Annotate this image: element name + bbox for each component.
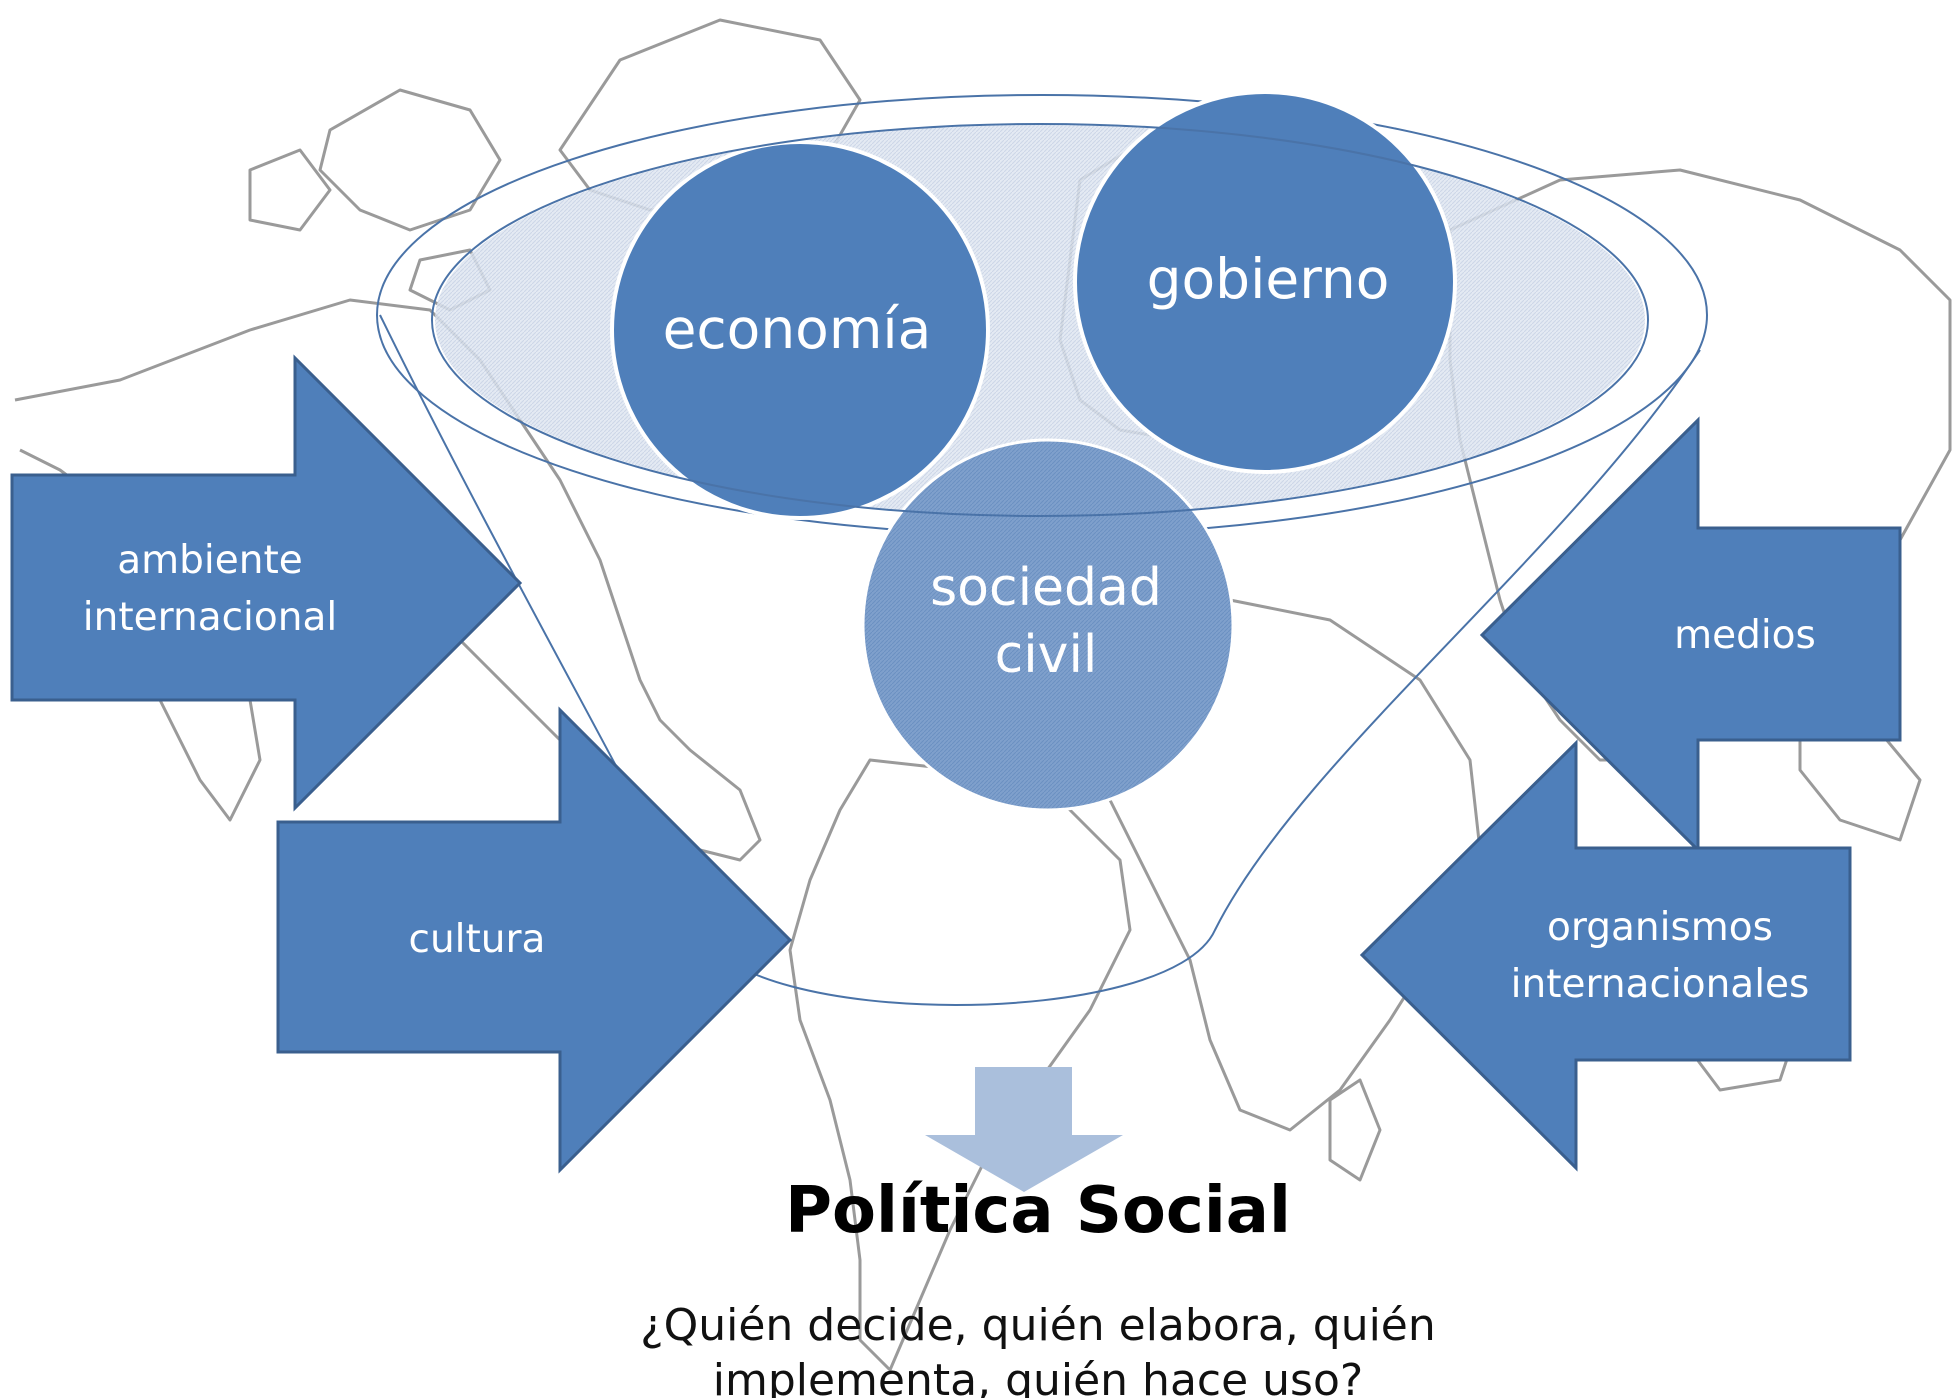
arrow-organismos-internacionales <box>1359 739 1852 1172</box>
question-line1: ¿Quién decide, quién elabora, quién <box>640 1300 1436 1351</box>
down-arrow <box>925 1067 1123 1192</box>
arrow-ambiente-internacional <box>10 354 523 812</box>
arrow-medios <box>1479 416 1902 854</box>
circle-gobierno <box>1073 90 1457 474</box>
sociedad-civil-label-line2: civil <box>995 625 1098 685</box>
cultura-label: cultura <box>409 917 546 962</box>
funnel-outline <box>379 314 1701 1006</box>
ambiente-label-line2: internacional <box>83 595 337 640</box>
ambiente-label-line1: ambiente <box>117 538 302 583</box>
map-madagascar <box>1328 1078 1382 1182</box>
organismos-label-line1: organismos <box>1547 905 1773 950</box>
circle-sociedad-civil <box>861 438 1235 812</box>
funnel-inner-ellipse-outline <box>431 123 1649 517</box>
gobierno-circle <box>1073 90 1457 474</box>
gobierno-label: gobierno <box>1147 247 1390 311</box>
economia-label: economía <box>663 297 932 361</box>
arrow-cultura <box>276 706 793 1174</box>
question-line2: implementa, quién hace uso? <box>713 1355 1363 1398</box>
sociedad-civil-circle <box>861 438 1235 812</box>
map-africa <box>1088 598 1482 1132</box>
sociedad-civil-label-line1: sociedad <box>930 558 1162 618</box>
circle-economia <box>610 140 990 520</box>
politica-social-title: Política Social <box>785 1174 1291 1248</box>
organismos-label-line2: internacionales <box>1511 962 1810 1007</box>
map-south-america <box>788 758 1132 1372</box>
economia-circle <box>610 140 990 520</box>
medios-label: medios <box>1674 613 1816 658</box>
